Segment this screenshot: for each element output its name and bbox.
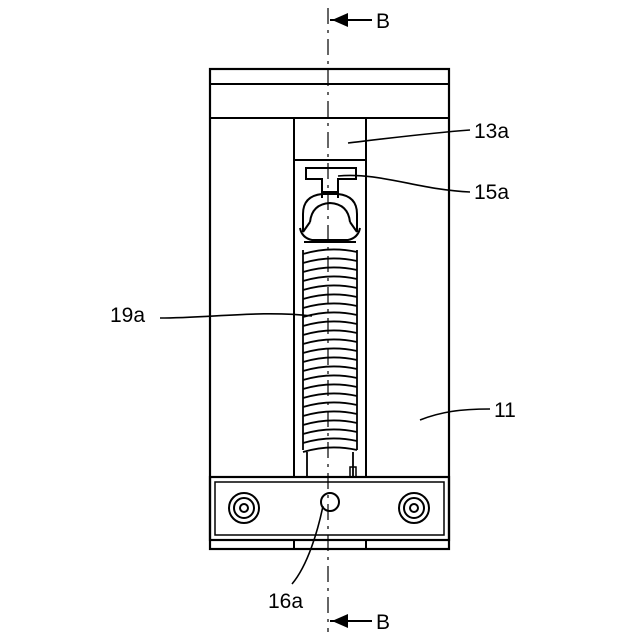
label-15a: 15a — [474, 181, 509, 204]
pin-hole — [321, 493, 339, 511]
section-label-bottom: B — [376, 611, 390, 634]
section-arrow-top — [330, 13, 372, 27]
screw-right — [399, 493, 429, 523]
label-13a: 13a — [474, 120, 509, 143]
label-16a: 16a — [268, 590, 303, 613]
coil-spring — [303, 249, 357, 477]
clamp-plate — [210, 477, 449, 540]
screw-left — [229, 493, 259, 523]
label-19a: 19a — [110, 304, 145, 327]
spring-hook — [300, 194, 360, 242]
section-label-top: B — [376, 10, 390, 33]
section-arrow-bottom — [330, 614, 372, 628]
label-11: 11 — [494, 399, 516, 422]
